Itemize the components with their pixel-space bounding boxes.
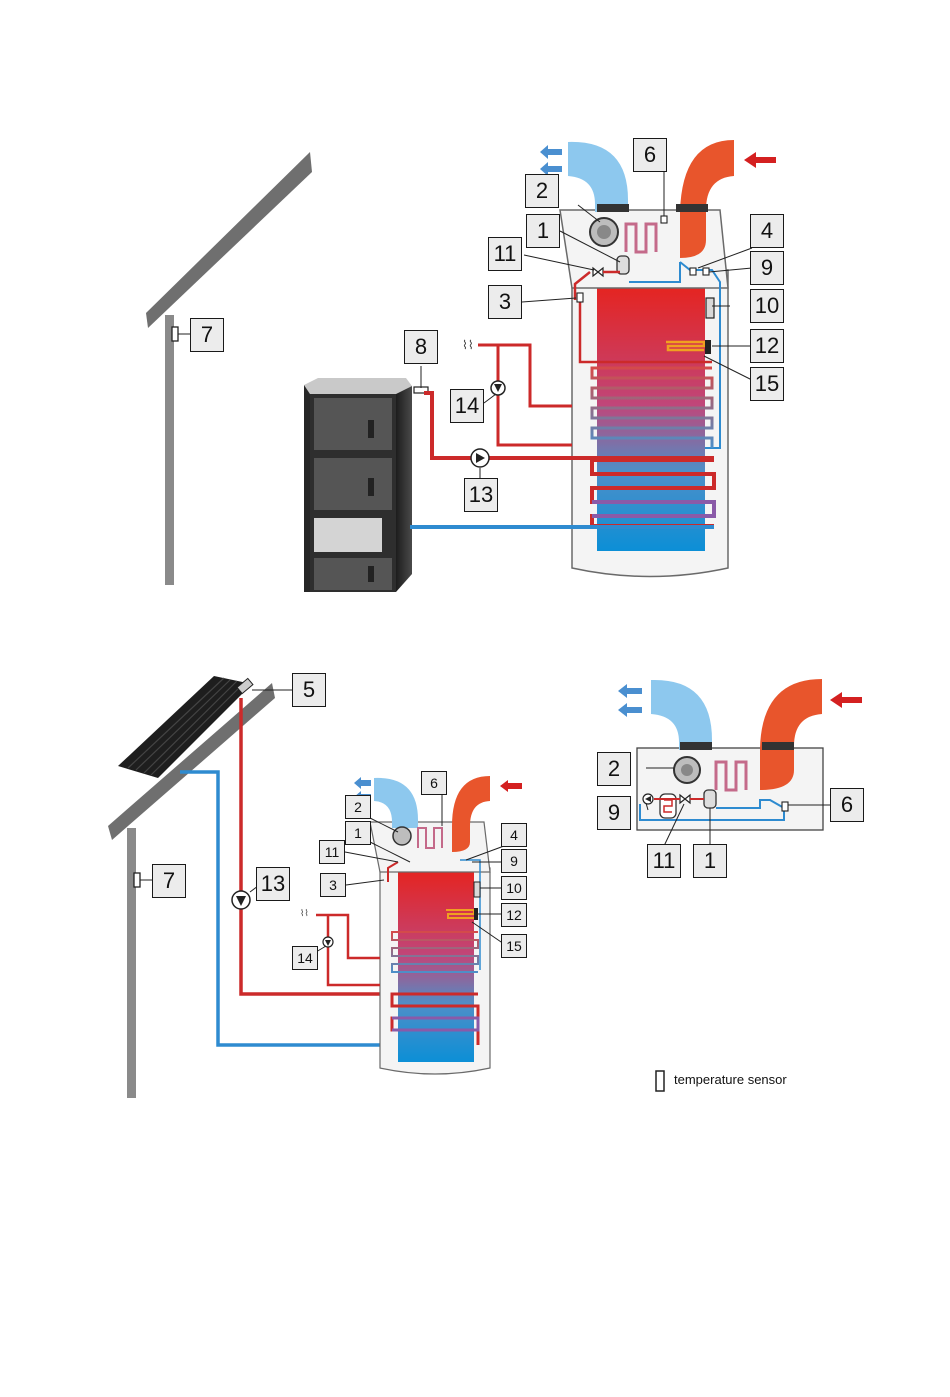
- svg-text:⌇⌇: ⌇⌇: [300, 908, 309, 919]
- d1-label-12: 12: [750, 329, 784, 363]
- roof-pole-1: [165, 315, 174, 585]
- d2-label-2: 2: [345, 795, 371, 819]
- d2-label-15: 15: [501, 934, 527, 958]
- legend-text: temperature sensor: [674, 1072, 787, 1087]
- d2-label-5: 5: [292, 673, 326, 707]
- d3-label-11: 11: [647, 844, 681, 878]
- d2-label-13: 13: [256, 867, 290, 901]
- d1-label-14: 14: [450, 389, 484, 423]
- d2-label-9: 9: [501, 849, 527, 873]
- d2-label-14: 14: [292, 946, 318, 970]
- heat-pump-tank-2: [370, 776, 490, 1074]
- d3-label-1: 1: [693, 844, 727, 878]
- d1-label-7: 7: [190, 318, 224, 352]
- d3-label-9: 9: [597, 796, 631, 830]
- boiler: [304, 378, 428, 592]
- d2-label-7: 7: [152, 864, 186, 898]
- d1-label-15: 15: [750, 367, 784, 401]
- d1-label-8: 8: [404, 330, 438, 364]
- d3-label-2: 2: [597, 752, 631, 786]
- legend-sensor-icon: [656, 1071, 664, 1091]
- d1-label-2: 2: [525, 174, 559, 208]
- roof-beam-1: [146, 152, 312, 328]
- diagram-1-boiler-system: ⌇⌇: [146, 140, 776, 592]
- d2-label-3: 3: [320, 873, 346, 897]
- d2-label-4: 4: [501, 823, 527, 847]
- d1-label-13: 13: [464, 478, 498, 512]
- diagram-3-top-unit-detail: [618, 679, 862, 846]
- d1-label-6: 6: [633, 138, 667, 172]
- d2-label-6: 6: [421, 771, 447, 795]
- d1-label-4: 4: [750, 214, 784, 248]
- d3-label-6: 6: [830, 788, 864, 822]
- d1-label-3: 3: [488, 285, 522, 319]
- d1-label-10: 10: [750, 289, 784, 323]
- d1-label-11: 11: [488, 237, 522, 271]
- roof-pole-2: [127, 828, 136, 1098]
- d2-label-12: 12: [501, 903, 527, 927]
- d1-label-1: 1: [526, 214, 560, 248]
- sensor-7-icon: [172, 327, 178, 341]
- d2-label-10: 10: [501, 876, 527, 900]
- d2-label-11: 11: [319, 840, 345, 864]
- d1-label-9: 9: [750, 251, 784, 285]
- svg-text:⌇⌇: ⌇⌇: [462, 338, 474, 352]
- d2-label-1: 1: [345, 821, 371, 845]
